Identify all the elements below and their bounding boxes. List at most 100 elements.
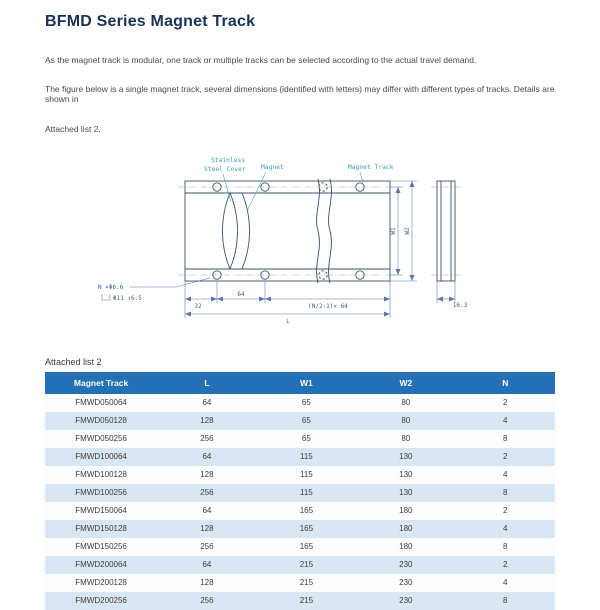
cell-w1: 65	[301, 416, 311, 426]
column-header-n: N	[455, 371, 555, 394]
cell-model: FMWD100256	[75, 488, 127, 498]
cell-w1: 115	[299, 452, 313, 462]
cell-model: FMWD150128	[75, 524, 127, 534]
cell-l: 256	[200, 488, 214, 498]
intro-line-2: The figure below is a single magnet trac…	[45, 84, 555, 105]
cell-l: 64	[202, 506, 212, 516]
end-view	[436, 180, 456, 282]
column-header-magnet-track: Magnet Track	[45, 371, 158, 394]
cell-w1: 215	[299, 560, 314, 570]
main-view	[184, 180, 391, 282]
break-lines	[316, 178, 332, 283]
dim-length: L	[286, 318, 290, 325]
cell-model: FMWD200256	[75, 596, 127, 606]
cell-n: 8	[503, 488, 508, 498]
cell-n: 8	[503, 434, 508, 444]
page-title: BFMD Series Magnet Track	[45, 13, 256, 30]
cover-arc	[241, 192, 250, 269]
cell-l: 128	[200, 416, 214, 426]
column-header-w1: W1	[256, 371, 357, 394]
cell-w1: 65	[301, 398, 311, 408]
column-header-l: L	[157, 371, 257, 394]
cell-w2: 130	[399, 488, 413, 498]
cell-w2: 130	[399, 470, 413, 480]
cell-l: 128	[200, 524, 214, 534]
cell-l: 256	[200, 542, 214, 552]
hole-callout: N ×Φ6.6	[98, 284, 124, 291]
cell-model: FMWD100064	[75, 452, 127, 462]
dim-64: 64	[237, 291, 245, 298]
cell-n: 4	[503, 470, 508, 480]
table-row: FMWD150128 128 165 180 4	[45, 519, 555, 538]
cell-w2: 180	[399, 506, 413, 516]
table-row: FMWD100064 64 115 130 2	[45, 447, 555, 466]
cell-model: FMWD200064	[75, 560, 127, 570]
cell-n: 4	[503, 578, 508, 588]
table-row: FMWD050064 64 65 80 2	[45, 393, 555, 412]
table-caption: Attached list 2	[45, 356, 102, 367]
cell-w1: 115	[299, 470, 313, 480]
cell-n: 8	[503, 542, 508, 552]
dim-w2: W2	[404, 227, 411, 235]
table-row: FMWD200128 128 215 230 4	[45, 573, 555, 592]
cell-w1: 215	[299, 578, 314, 588]
cell-model: FMWD050064	[75, 398, 127, 408]
label-magnet: Magnet	[261, 164, 284, 171]
cell-l: 64	[202, 398, 212, 408]
cell-w1: 65	[301, 434, 311, 444]
table-row: FMWD200064 64 215 230 2	[45, 555, 555, 574]
counterbore-callout: Φ11 ↧6.5	[113, 295, 142, 302]
cell-n: 8	[503, 596, 508, 606]
cell-l: 256	[200, 434, 214, 444]
cell-w2: 130	[399, 452, 413, 462]
cell-w2: 80	[401, 398, 411, 408]
cell-model: FMWD100128	[75, 470, 127, 480]
cell-w2: 80	[401, 416, 411, 426]
technical-drawing: 32 64 (N/2-1)× 64 L W1 W2 16.3 N ×Φ6.6 Φ…	[98, 157, 468, 325]
cell-w2: 230	[399, 578, 413, 588]
cell-n: 2	[503, 452, 508, 462]
cell-w1: 215	[299, 596, 314, 606]
hole-callout-leader	[130, 277, 211, 288]
table-row: FMWD150256 256 165 180 8	[45, 537, 555, 556]
extension-lines	[101, 180, 456, 318]
cell-model: FMWD150064	[75, 506, 127, 516]
cell-n: 2	[503, 506, 508, 516]
cell-model: FMWD150256	[75, 542, 127, 552]
cell-model: FMWD050256	[75, 434, 127, 444]
table-row: FMWD050256 256 65 80 8	[45, 429, 555, 448]
centerlines	[178, 186, 461, 275]
intro-line-3: Attached list 2.	[45, 123, 101, 134]
label-magnet-track: Magnet Track	[348, 164, 394, 171]
table-row: FMWD100128 128 115 130 4	[45, 465, 555, 484]
cell-l: 64	[202, 452, 212, 462]
label-leader-lines	[222, 171, 364, 211]
column-header-w2: W2	[356, 371, 456, 394]
magnet-shape	[222, 191, 238, 270]
table-row: FMWD050128 128 65 80 4	[45, 411, 555, 430]
table-row: FMWD200256 256 215 230 8	[45, 591, 555, 610]
intro-line-1: As the magnet track is modular, one trac…	[45, 55, 477, 65]
cell-w2: 230	[399, 596, 413, 606]
dim-thickness: 16.3	[453, 302, 468, 309]
cell-w1: 115	[299, 488, 313, 498]
cell-w2: 230	[399, 560, 413, 570]
cell-model: FMWD050128	[75, 416, 127, 426]
cell-n: 2	[503, 398, 508, 408]
cell-l: 128	[200, 578, 214, 588]
table-row: FMWD150064 64 165 180 2	[45, 501, 555, 520]
dim-32: 32	[194, 303, 202, 310]
label-stainless-steel-cover-line1: Stainless	[211, 157, 245, 164]
cell-w2: 180	[399, 524, 413, 534]
cell-w1: 165	[299, 506, 314, 516]
cell-l: 256	[200, 596, 214, 606]
counterbore-symbol	[101, 293, 111, 301]
spec-table: Magnet Track L W1 W2 N FMWD050064 64 65 …	[45, 371, 555, 610]
table-header-row: Magnet Track L W1 W2 N	[45, 371, 555, 394]
cell-l: 64	[202, 560, 212, 570]
cell-l: 128	[200, 470, 214, 480]
dimension-lines	[185, 180, 455, 317]
cell-w1: 165	[299, 524, 314, 534]
cell-n: 4	[503, 524, 508, 534]
